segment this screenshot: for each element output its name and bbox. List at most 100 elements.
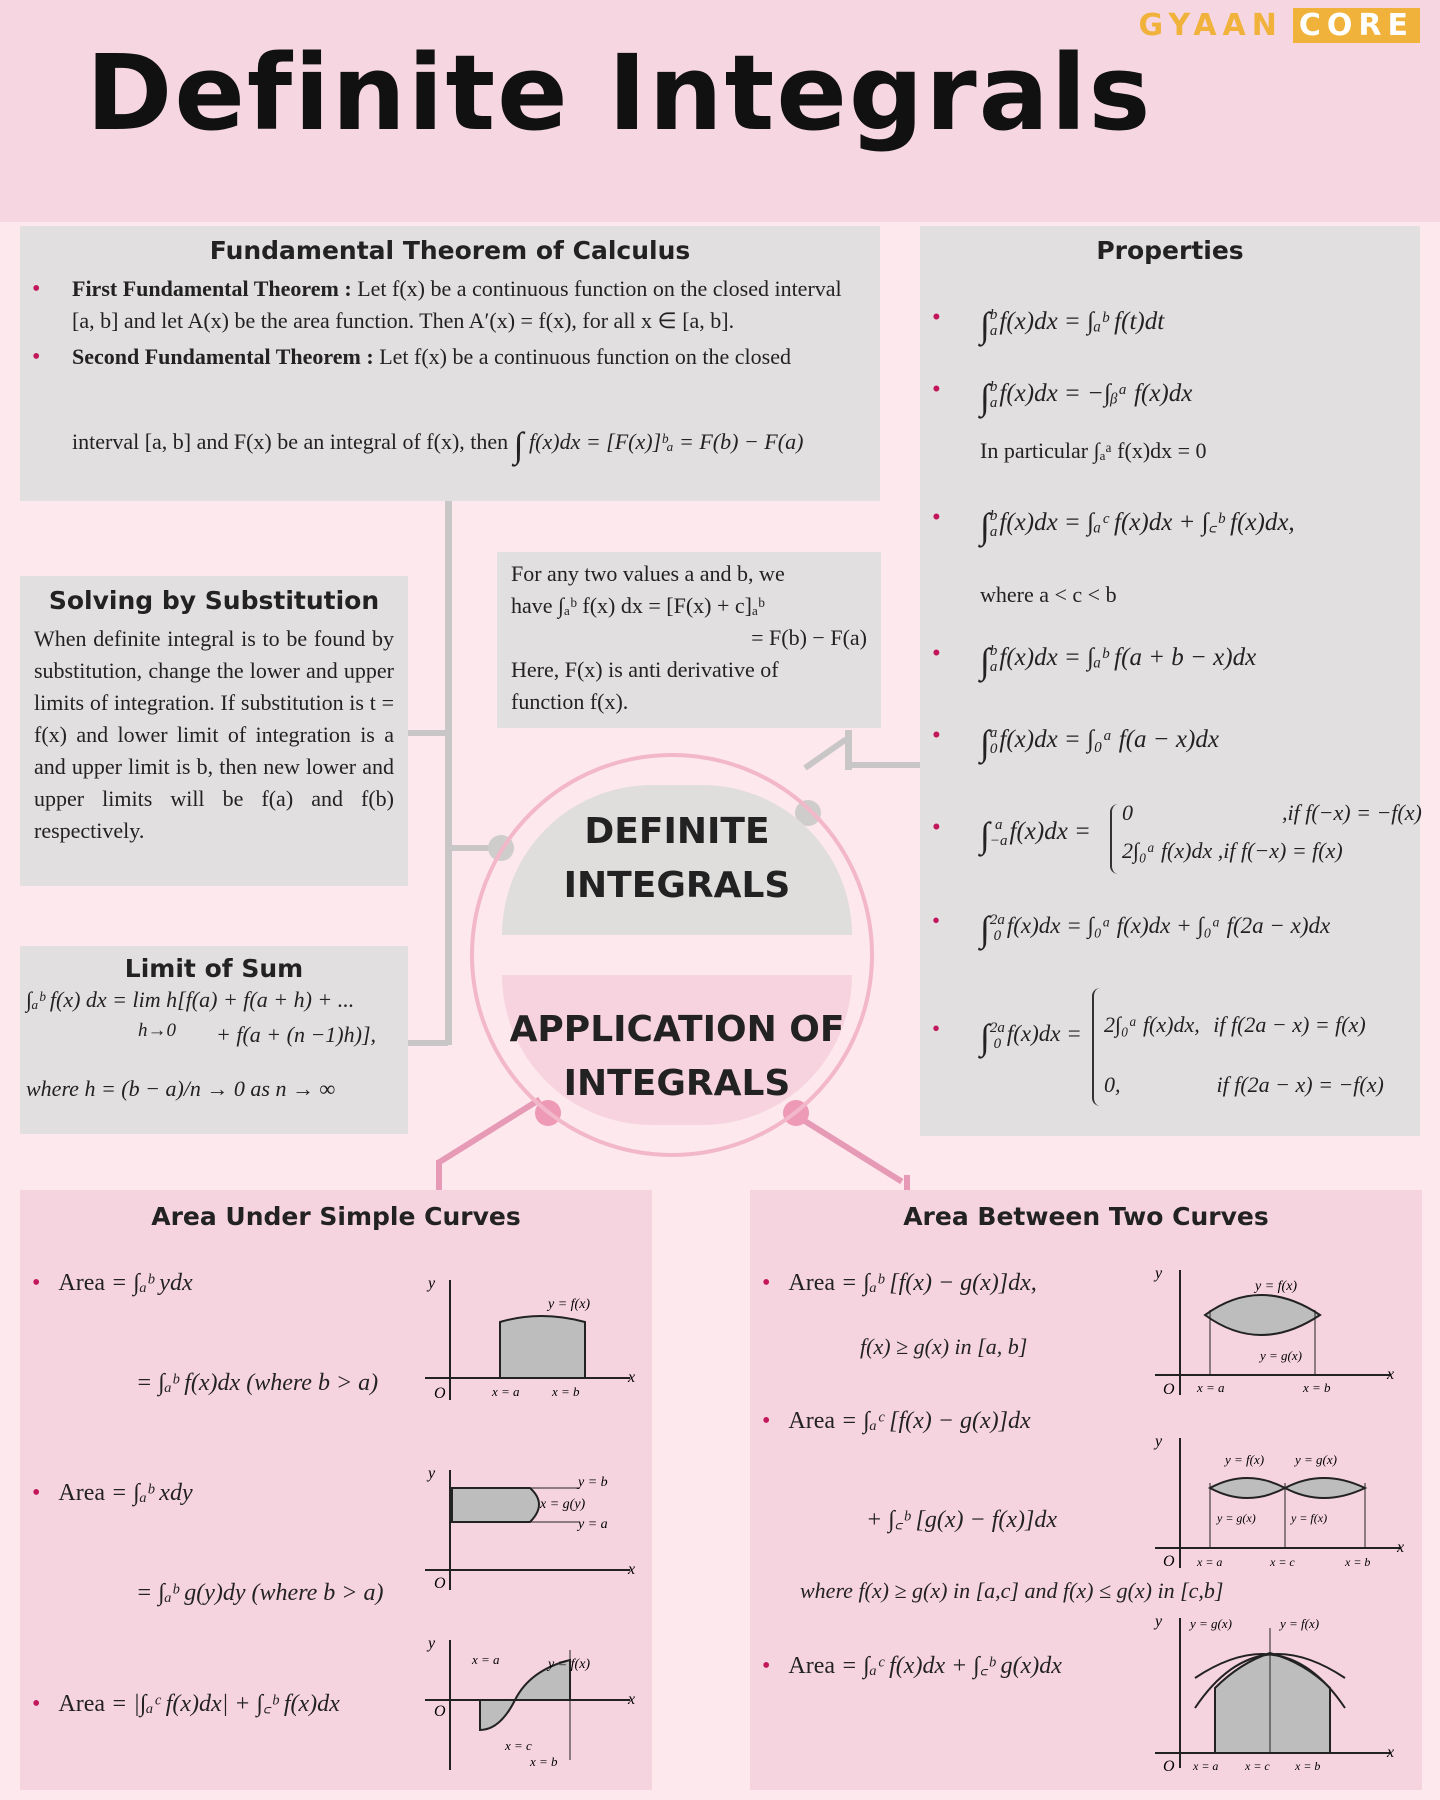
svg-text:O: O: [1163, 1553, 1175, 1570]
ftc-box: Fundamental Theorem of Calculus First Fu…: [20, 226, 880, 501]
svg-text:x = c: x = c: [504, 1738, 532, 1753]
svg-text:y = g(x): y = g(x): [1216, 1511, 1256, 1525]
limit-of-sum-line1: ∫ₐᵇ f(x) dx = lim h[f(a) + f(a + h) + ..…: [26, 987, 355, 1012]
svg-text:y = f(x): y = f(x): [1223, 1452, 1264, 1467]
area-simple-formula-3: • Area = |∫ₐᶜ f(x)dx| + ∫꜀ᵇ f(x)dx: [32, 1691, 340, 1717]
area-between-formula-2c: where f(x) ≥ g(x) in [a,c] and f(x) ≤ g(…: [800, 1578, 1224, 1603]
ftc-second-text2: interval [a, b] and F(x) be an integral …: [72, 429, 509, 454]
svg-text:y = g(x): y = g(x): [1188, 1616, 1232, 1631]
hub-top-label-1: DEFINITE: [584, 811, 770, 852]
svg-text:x: x: [1386, 1366, 1394, 1383]
svg-text:x = c: x = c: [1269, 1555, 1295, 1569]
substitution-heading: Solving by Substitution: [48, 586, 380, 615]
property-6-case-b: 2∫₀ᵃ f(x)dx ,if f(−x) = f(x): [1122, 838, 1343, 863]
svg-text:y = g(x): y = g(x): [1293, 1452, 1337, 1467]
area-simple-graph-3: y O x x = a y = f(x) x = c x = b: [425, 1635, 635, 1770]
property-8-case-b: 0,if f(2a − x) = −f(x): [1104, 1072, 1384, 1097]
connector-line: [904, 1175, 910, 1195]
svg-text:y = f(x): y = f(x): [546, 1657, 590, 1672]
property-8-case-brace: [1092, 988, 1104, 1106]
connector-line: [445, 500, 452, 1045]
svg-text:x = c: x = c: [1244, 1759, 1270, 1773]
area-simple-graph-1: y O x y = f(x) x = a x = b: [425, 1275, 635, 1402]
connector-line: [436, 1160, 442, 1190]
limit-of-sum-line2: + f(a + (n −1)h)],: [216, 1022, 377, 1047]
property-2b: In particular ∫ₐᵃ f(x)dx = 0: [980, 438, 1207, 463]
center-ring: [470, 753, 874, 1157]
svg-text:O: O: [1163, 1381, 1175, 1398]
property-6: •∫a−af(x)dx =: [932, 814, 1091, 855]
svg-text:y: y: [426, 1275, 436, 1292]
svg-text:x = g(y): x = g(y): [539, 1497, 586, 1512]
area-between-graph-3: y O x y = g(x) y = f(x) x = a x = c x = …: [1153, 1613, 1394, 1775]
connector-line: [408, 1040, 448, 1046]
ftc-heading: Fundamental Theorem of Calculus: [209, 236, 691, 265]
properties-heading: Properties: [1096, 236, 1244, 265]
hub-top-label-2: INTEGRALS: [563, 865, 791, 906]
area-between-box: Area Between Two Curves • Area = ∫ₐᵇ [f(…: [750, 1190, 1422, 1790]
svg-text:y = f(x): y = f(x): [546, 1297, 590, 1312]
connector-line: [798, 1115, 904, 1185]
svg-text:x = a: x = a: [491, 1384, 520, 1399]
note-line1: For any two values a and b, we: [511, 561, 785, 586]
ftc-first-text: Let f(x) be a continuous function on the…: [72, 276, 842, 333]
ftc-second-formula-row: interval [a, b] and F(x) be an integral …: [72, 422, 803, 465]
area-between-heading: Area Between Two Curves: [903, 1202, 1269, 1231]
area-simple-formula-1: • Area = ∫ₐᵇ ydx: [32, 1270, 193, 1296]
svg-text:x: x: [627, 1369, 635, 1386]
ftc-second-label: Second Fundamental Theorem :: [72, 344, 374, 369]
property-8-case-a: 2∫₀ᵃ f(x)dx, if f(2a − x) = f(x): [1104, 1012, 1366, 1037]
limit-of-sum-box: Limit of Sum ∫ₐᵇ f(x) dx = lim h[f(a) + …: [20, 946, 408, 1134]
area-between-formula-2b: + ∫꜀ᵇ [g(x) − f(x)]dx: [866, 1507, 1057, 1533]
limit-of-sum-heading: Limit of Sum: [124, 954, 304, 983]
svg-text:y = f(x): y = f(x): [1278, 1616, 1319, 1631]
hub-bottom-label-1: APPLICATION OF: [509, 1009, 845, 1050]
svg-text:x = b: x = b: [551, 1384, 580, 1399]
area-simple-heading: Area Under Simple Curves: [151, 1202, 521, 1231]
area-between-formula-1: • Area = ∫ₐᵇ [f(x) − g(x)]dx,: [762, 1270, 1037, 1296]
svg-text:O: O: [1163, 1758, 1175, 1775]
svg-text:y = b: y = b: [576, 1475, 608, 1490]
property-3b: where a < c < b: [980, 582, 1117, 607]
svg-text:x = a: x = a: [1196, 1380, 1225, 1395]
ftc-first-label: First Fundamental Theorem :: [72, 276, 352, 301]
area-simple-graph-2: y O x y = b x = g(y) y = a: [425, 1465, 635, 1592]
hub-bottom-label-2: INTEGRALS: [563, 1063, 791, 1104]
connector-line: [408, 730, 448, 736]
svg-text:y = f(x): y = f(x): [1290, 1511, 1327, 1525]
svg-text:y: y: [426, 1635, 436, 1652]
area-between-graph-1: y O x y = f(x) y = g(x) x = a x = b: [1153, 1265, 1394, 1398]
area-between-formula-3: • Area = ∫ₐᶜ f(x)dx + ∫꜀ᵇ g(x)dx: [762, 1653, 1062, 1679]
note-line4: Here, F(x) is anti derivative of: [511, 657, 779, 682]
area-between-graph-2: y O x y = f(x) y = g(x) y = g(x) y = f(x…: [1153, 1433, 1404, 1570]
ftc-second-text: Let f(x) be a continuous function on the…: [379, 344, 791, 369]
svg-text:y = f(x): y = f(x): [1253, 1279, 1297, 1294]
svg-text:x = a: x = a: [471, 1652, 500, 1667]
area-between-formula-2: • Area = ∫ₐᶜ [f(x) − g(x)]dx: [762, 1408, 1031, 1434]
note-line3: = F(b) − F(a): [751, 625, 867, 650]
area-between-formula-1b: f(x) ≥ g(x) in [a, b]: [860, 1334, 1028, 1359]
substitution-text: When definite integral is to be found by…: [34, 626, 394, 843]
area-simple-formula-2: • Area = ∫ₐᵇ xdy: [32, 1480, 193, 1506]
svg-text:x = b: x = b: [1302, 1380, 1331, 1395]
area-simple-formula-2b: = ∫ₐᵇ g(y)dy (where b > a): [136, 1580, 384, 1606]
page-title: Definite Integrals: [86, 32, 1153, 154]
note-line5: function f(x).: [511, 689, 629, 714]
svg-text:x: x: [1386, 1744, 1394, 1761]
svg-text:y: y: [426, 1465, 436, 1482]
svg-text:x = b: x = b: [1294, 1759, 1320, 1773]
svg-text:y: y: [1153, 1433, 1163, 1450]
header: [0, 0, 1440, 222]
ftc-first-item: First Fundamental Theorem : Let f(x) be …: [20, 273, 880, 337]
ftc-second-item: Second Fundamental Theorem : Let f(x) be…: [20, 341, 880, 373]
property-6-case-brace: [1110, 804, 1122, 874]
note-line2: have ∫ₐᵇ f(x) dx = [F(x) + c]ₐᵇ: [511, 593, 765, 618]
svg-text:x = b: x = b: [529, 1754, 558, 1769]
svg-text:x: x: [1396, 1539, 1404, 1556]
